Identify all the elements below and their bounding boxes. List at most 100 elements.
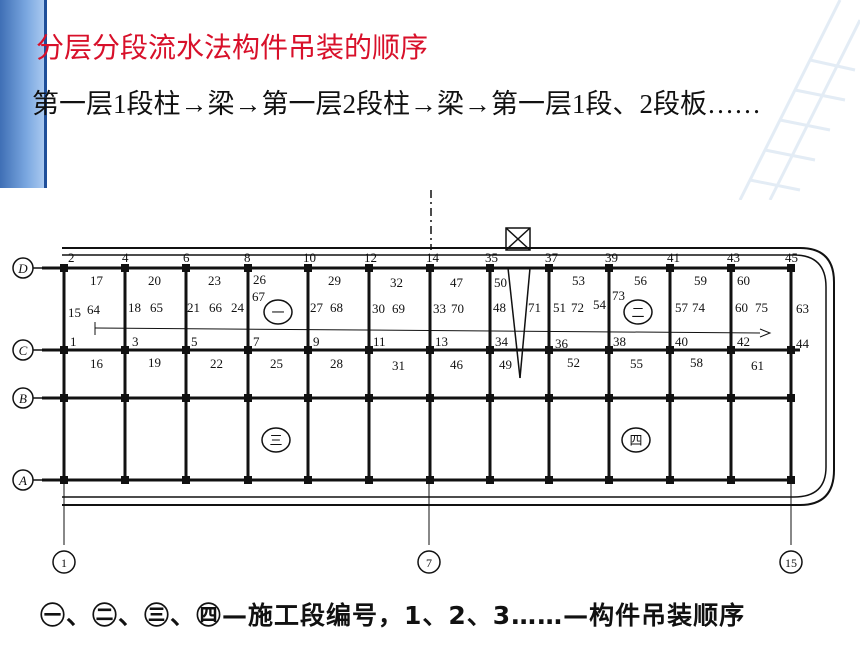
component-label: 8 [244,250,251,265]
component-label: 49 [499,357,512,372]
page-title: 分层分段流水法构件吊装的顺序 [36,31,429,64]
joint-3-1 [121,476,129,484]
component-label: 29 [328,273,341,288]
joint-1-5 [365,346,373,354]
joint-1-1 [121,346,129,354]
row-axis-A: A [12,469,44,491]
component-label: 73 [612,288,625,303]
joint-0-6 [426,264,434,272]
component-label: 12 [364,250,377,265]
joint-0-12 [787,264,795,272]
joint-2-4 [304,394,312,402]
component-label: 50 [494,275,507,290]
segment-label: 三 [269,433,282,448]
joint-1-6 [426,346,434,354]
component-label: 30 [372,301,385,316]
joint-1-11 [727,346,735,354]
col-axis-15: 15 [779,550,803,574]
component-label: 56 [634,273,648,288]
component-label: 9 [313,334,320,349]
component-label: 28 [330,356,343,371]
component-label: 38 [613,334,626,349]
component-label: 39 [605,250,618,265]
joint-0-8 [545,264,553,272]
joint-0-7 [486,264,494,272]
joints-group [60,264,795,484]
component-label: 44 [796,336,810,351]
segment-marker-1: 一 [263,299,293,325]
joint-0-4 [304,264,312,272]
component-label: 41 [667,250,680,265]
component-label: 47 [450,275,464,290]
joint-1-0 [60,346,68,354]
component-label: 63 [796,301,809,316]
col-axis-label: 7 [426,556,432,570]
component-label: 72 [571,300,584,315]
component-label: 6 [183,250,190,265]
crane-boom [507,267,521,379]
component-label: 21 [187,300,200,315]
joint-3-8 [545,476,553,484]
component-label: 10 [303,250,316,265]
component-label: 15 [68,305,81,320]
component-label: 33 [433,301,446,316]
crane-boom-2 [519,267,531,379]
col-axis-label: 1 [61,556,67,570]
component-label: 23 [208,273,221,288]
joint-2-5 [365,394,373,402]
joint-3-7 [486,476,494,484]
joint-2-0 [60,394,68,402]
joint-2-12 [787,394,795,402]
joint-2-10 [666,394,674,402]
joint-2-9 [605,394,613,402]
joint-0-9 [605,264,613,272]
joint-1-12 [787,346,795,354]
component-label: 17 [90,273,104,288]
component-label: 5 [191,334,198,349]
row-axis-C: C [12,339,44,361]
joint-1-8 [545,346,553,354]
component-label: 43 [727,250,740,265]
component-label: 59 [694,273,707,288]
component-label: 66 [209,300,223,315]
joint-3-6 [426,476,434,484]
component-label: 48 [493,300,506,315]
row-axis-label: A [18,473,27,488]
lifting-direction-line [94,327,761,334]
component-label: 13 [435,334,448,349]
segment-marker-4: 四 [621,427,651,453]
joint-2-1 [121,394,129,402]
component-label: 3 [132,334,139,349]
row-axis-label: C [19,343,28,358]
row-axis-label: B [19,391,27,406]
component-label: 20 [148,273,161,288]
track-line-outer [62,247,835,506]
joint-1-7 [486,346,494,354]
component-label: 40 [675,334,688,349]
component-label: 18 [128,300,141,315]
row-axis-D: D [12,257,44,279]
joint-3-3 [244,476,252,484]
joint-3-0 [60,476,68,484]
segment-label: 二 [631,305,644,320]
component-label: 7 [253,334,260,349]
joint-3-2 [182,476,190,484]
component-label: 52 [567,355,580,370]
component-label: 74 [692,300,706,315]
joint-3-12 [787,476,795,484]
joint-3-10 [666,476,674,484]
component-label: 4 [122,250,129,265]
component-label: 55 [630,356,643,371]
component-label: 22 [210,356,223,371]
joint-2-11 [727,394,735,402]
component-label: 32 [390,275,403,290]
crane-decoration [738,0,860,200]
joint-3-4 [304,476,312,484]
lifting-direction-arrow [759,328,772,338]
sequence-description: 第一层1段柱→梁→第一层2段柱→梁→第一层1段、2段板…… [32,89,761,119]
component-label: 26 [253,272,267,287]
joint-1-4 [304,346,312,354]
joint-2-6 [426,394,434,402]
joint-0-5 [365,264,373,272]
